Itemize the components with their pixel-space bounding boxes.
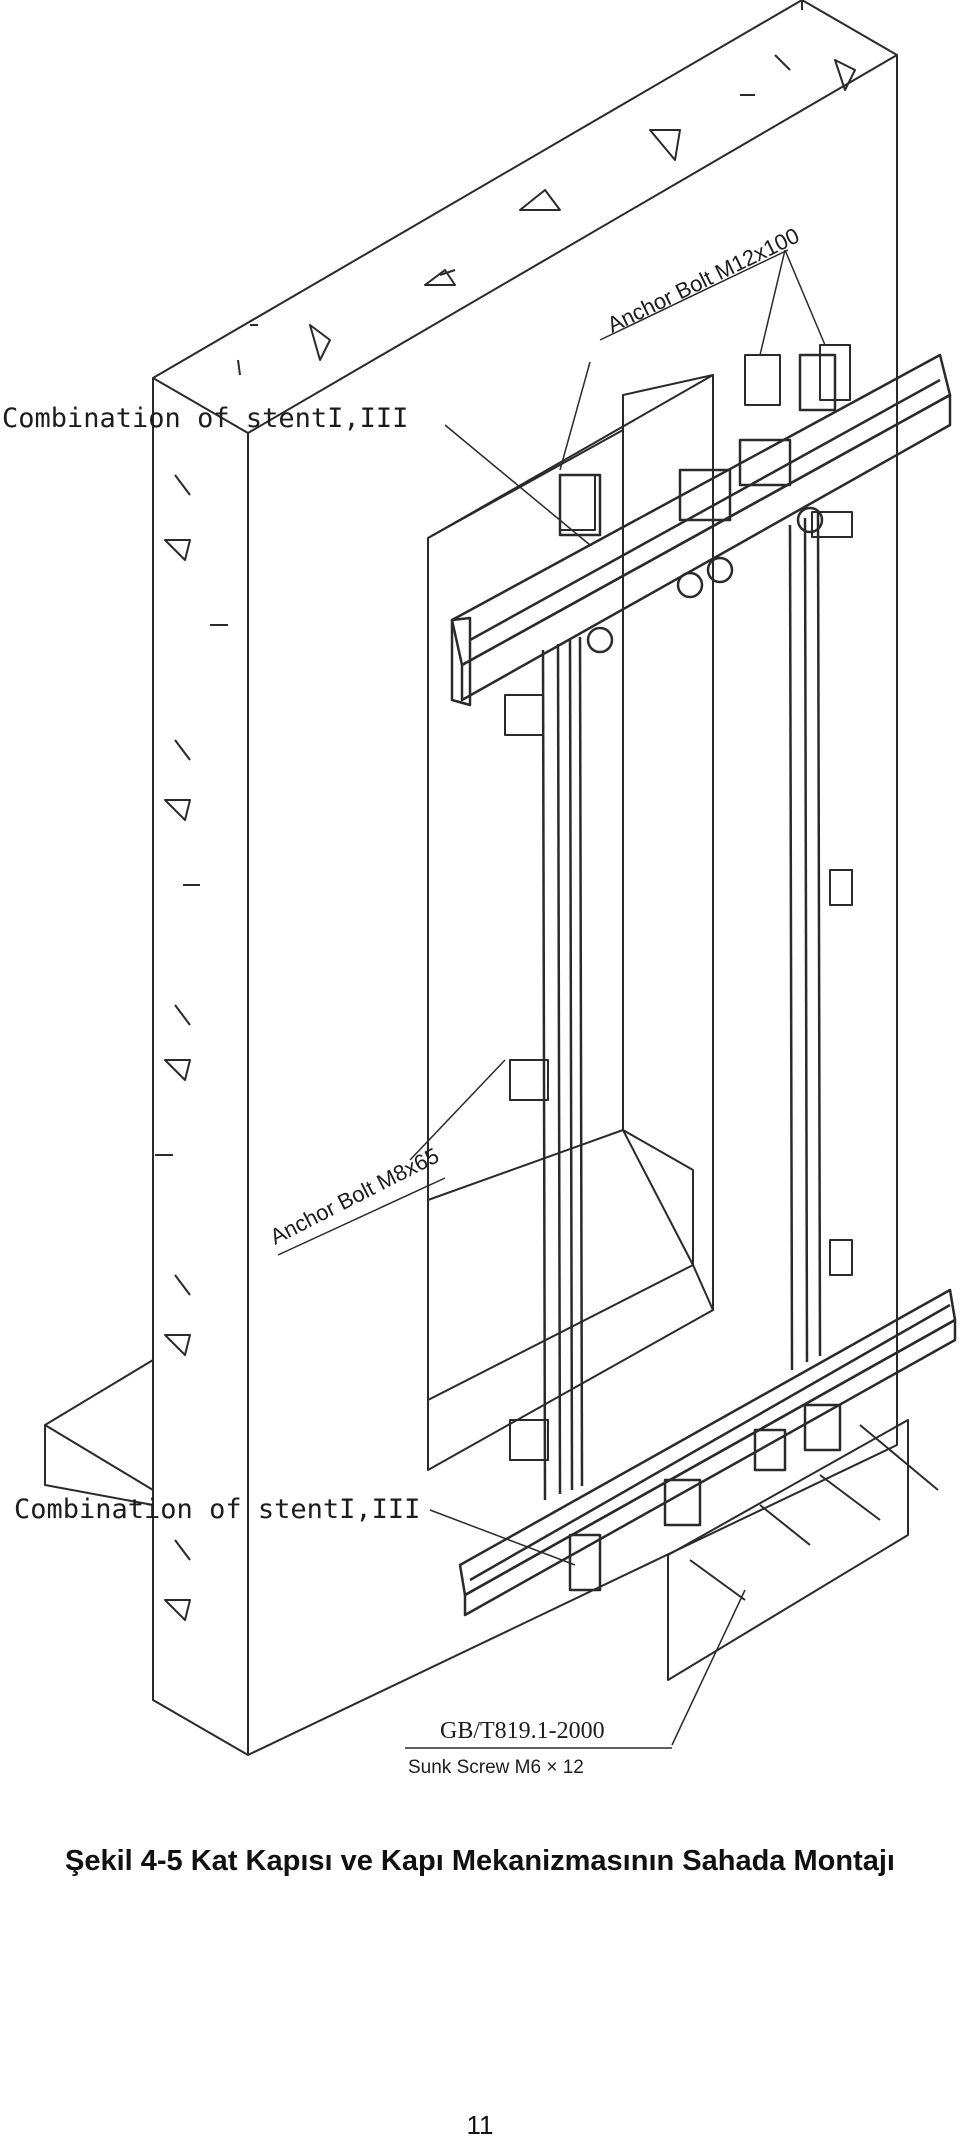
label-combination-top: Combination of stentI,III <box>2 403 408 434</box>
anchor-bolt-side-underline <box>277 1177 446 1256</box>
anchor-brackets <box>504 344 853 1461</box>
wall-markings <box>155 54 856 1621</box>
door-jambs <box>541 511 822 1501</box>
annotations: Anchor Bolt M12x100 Combination of stent… <box>2 223 803 1778</box>
label-sunk-screw: Sunk Screw M6 × 12 <box>408 1757 584 1778</box>
wall-slab <box>152 0 898 1756</box>
label-anchor-bolt-side: Anchor Bolt M8x65 <box>266 1143 443 1250</box>
door-installation-drawing: Anchor Bolt M12x100 Combination of stent… <box>2 0 957 1778</box>
anchor-bolt-top-underline <box>599 249 789 341</box>
label-standard: GB/T819.1-2000 <box>440 1718 605 1744</box>
header-track <box>450 353 952 707</box>
label-anchor-bolt-top: Anchor Bolt M12x100 <box>603 223 803 338</box>
floor-block <box>44 1359 154 1506</box>
leader-lines <box>409 249 826 1746</box>
label-combination-bottom: Combination of stentI,III <box>14 1494 420 1525</box>
toe-guard-plate <box>667 1419 939 1681</box>
figure-caption: Şekil 4-5 Kat Kapısı ve Kapı Mekanizması… <box>65 1845 895 1877</box>
page-number: 11 <box>466 2110 494 2140</box>
